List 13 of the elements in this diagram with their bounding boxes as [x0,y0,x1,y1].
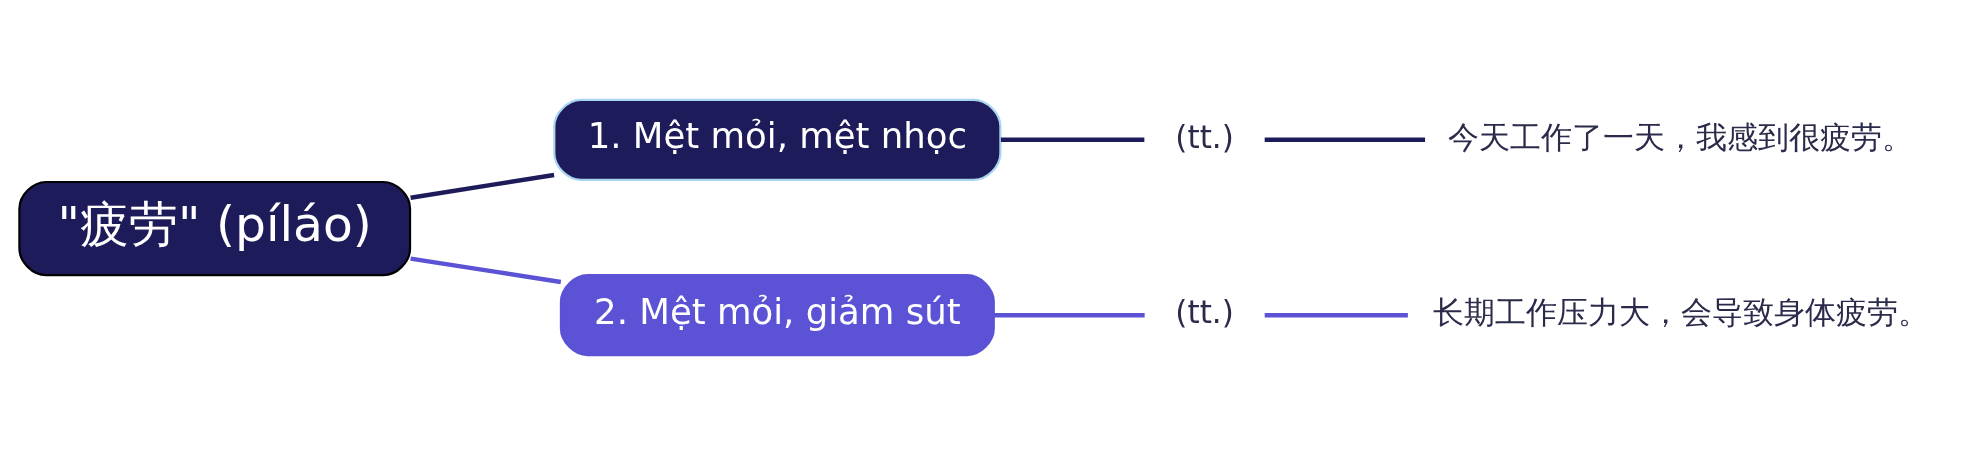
node-text: (tt.) [1174,119,1234,156]
connector [1264,312,1408,318]
connector [409,172,554,200]
node-text: (tt.) [1174,294,1234,331]
node-box: 2. Mệt mỏi, giảm sút [559,274,995,357]
node-box: 1. Mệt mỏi, mệt nhọc [552,98,1002,181]
connector [1000,137,1144,143]
connector [409,256,561,285]
connector [993,312,1145,318]
node-box: "疲劳" (píláo) [17,180,411,277]
node-text: 长期工作压力大，会导致身体疲劳。 [1432,294,1929,331]
connector [1264,137,1425,143]
node-text: 今天工作了一天，我感到很疲劳。 [1447,119,1913,156]
